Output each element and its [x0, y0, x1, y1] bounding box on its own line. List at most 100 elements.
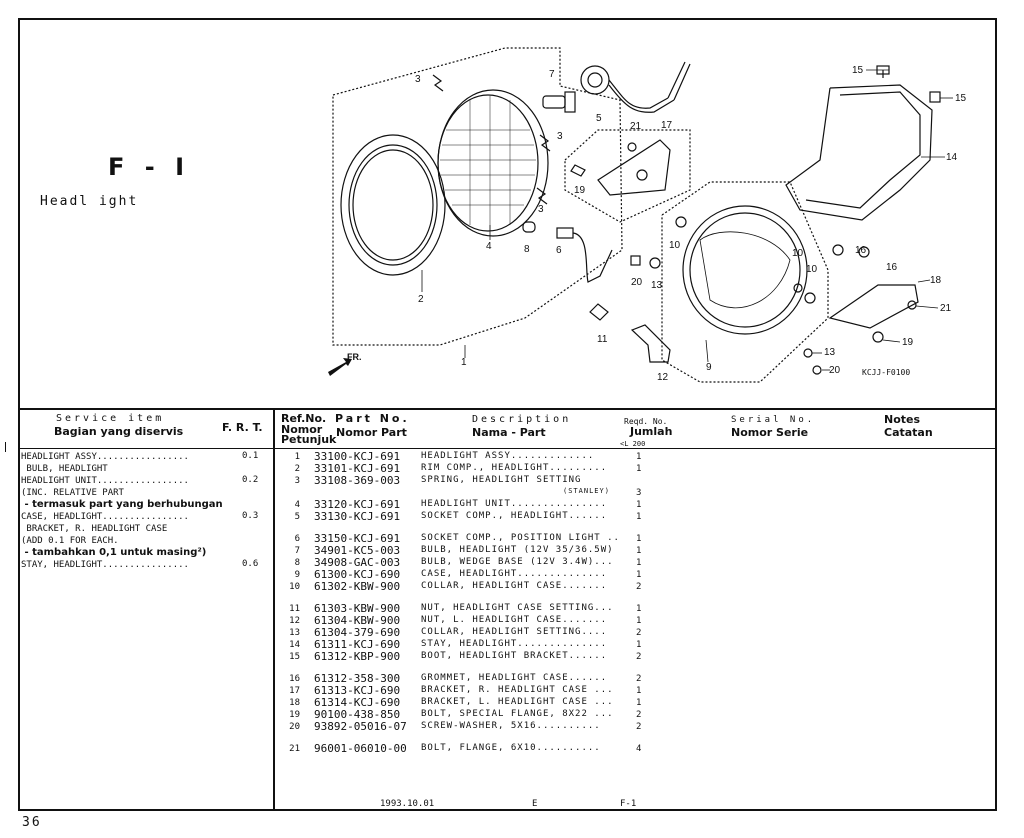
callout-13a: 13 [651, 280, 663, 291]
part-description: SCREW-WASHER, 5X16.......... [421, 721, 601, 731]
footer-edition: E [532, 799, 538, 809]
part-ref-no: 9 [294, 570, 300, 580]
part-description: (STANLEY) [563, 487, 610, 495]
callout-19b: 19 [902, 337, 914, 348]
header-service-item-id: Bagian yang diservis [54, 425, 184, 438]
part-quantity: 2 [636, 628, 642, 638]
part-ref-no: 7 [294, 546, 300, 556]
part-description: BULB, HEADLIGHT (12V 35/36.5W) [421, 545, 614, 555]
service-item-frt: 0.3 [242, 511, 259, 521]
part-quantity: 1 [636, 546, 642, 556]
callout-3b: 3 [557, 131, 563, 142]
service-item-text: - tambahkan 0,1 untuk masing²) [21, 547, 207, 558]
header-notes-en: Notes [884, 413, 921, 426]
header-part-no-id: Nomor Part [336, 426, 407, 439]
service-item-text: HEADLIGHT UNIT................. [21, 476, 189, 486]
header-part-no-en: Part No. [335, 412, 410, 425]
part-number: 34901-KC5-003 [314, 544, 401, 557]
part-number: 33101-KCJ-691 [314, 462, 401, 475]
part-quantity: 1 [636, 452, 642, 462]
part-description: BULB, WEDGE BASE (12V 3.4W)... [421, 557, 614, 567]
part-ref-no: 8 [294, 558, 300, 568]
header-ref-no-en: Ref.No. [281, 412, 327, 425]
callout-16a: 16 [855, 245, 867, 256]
part-ref-no: 15 [289, 652, 300, 662]
part-quantity: 2 [636, 652, 642, 662]
part-quantity: 4 [636, 744, 642, 754]
part-quantity: 1 [636, 558, 642, 568]
callout-18: 18 [930, 275, 942, 286]
column-divider [273, 408, 275, 811]
part-ref-no: 11 [289, 604, 300, 614]
header-reqd-id: Jumlah [630, 425, 673, 438]
margin-tick [5, 442, 6, 452]
part-ref-no: 3 [294, 476, 300, 486]
part-ref-no: 4 [294, 500, 300, 510]
page-number: 36 [22, 815, 42, 830]
part-description: BOLT, SPECIAL FLANGE, 8X22 ... [421, 709, 614, 719]
service-item-text: - termasuk part yang berhubungan [21, 499, 223, 510]
part-number: 61304-KBW-900 [314, 614, 401, 627]
service-item-text: HEADLIGHT ASSY................. [21, 452, 189, 462]
part-description: BOOT, HEADLIGHT BRACKET...... [421, 651, 608, 661]
part-quantity: 1 [636, 534, 642, 544]
part-description: STAY, HEADLIGHT.............. [421, 639, 608, 649]
callout-11: 11 [597, 334, 608, 345]
part-quantity: 1 [636, 512, 642, 522]
part-quantity: 2 [636, 722, 642, 732]
part-quantity: 3 [636, 488, 642, 498]
part-description: BRACKET, L. HEADLIGHT CASE ... [421, 697, 614, 707]
part-ref-no: 1 [294, 452, 300, 462]
part-ref-no: 12 [289, 616, 300, 626]
part-number: 61311-KCJ-690 [314, 638, 401, 651]
callout-4: 4 [486, 241, 492, 252]
header-desc-id: Nama - Part [472, 426, 546, 439]
part-description: COLLAR, HEADLIGHT SETTING.... [421, 627, 608, 637]
part-number: 61300-KCJ-690 [314, 568, 401, 581]
callout-21a: 21 [630, 121, 642, 132]
header-desc-en: Description [472, 414, 572, 425]
part-description: SOCKET COMP., POSITION LIGHT .. [421, 533, 620, 543]
callout-9: 9 [706, 362, 712, 373]
part-number: 33120-KCJ-691 [314, 498, 401, 511]
part-ref-no: 19 [289, 710, 300, 720]
callout-12: 12 [657, 372, 669, 383]
part-number: 33100-KCJ-691 [314, 450, 401, 463]
part-number: 93892-05016-07 [314, 720, 407, 733]
callout-1: 1 [461, 357, 467, 368]
part-description: NUT, L. HEADLIGHT CASE....... [421, 615, 608, 625]
callout-10b: 10 [806, 264, 818, 275]
part-description: HEADLIGHT UNIT............... [421, 499, 608, 509]
part-quantity: 2 [636, 674, 642, 684]
service-item-text: (INC. RELATIVE PART [21, 488, 124, 498]
part-number: 33108-369-003 [314, 474, 401, 487]
part-ref-no: 16 [289, 674, 300, 684]
part-quantity: 1 [636, 604, 642, 614]
header-serial-en: Serial No. [731, 415, 816, 425]
exploded-parts-diagram [328, 47, 953, 383]
callout-10a: 10 [669, 240, 681, 251]
page-frame [18, 18, 997, 811]
part-number: 61313-KCJ-690 [314, 684, 401, 697]
part-number: 33130-KCJ-691 [314, 510, 401, 523]
callout-19a: 19 [574, 185, 586, 196]
footer-date: 1993.10.01 [380, 799, 435, 809]
part-quantity: 1 [636, 500, 642, 510]
service-item-frt: 0.2 [242, 475, 259, 485]
callout-6: 6 [556, 245, 562, 256]
part-ref-no: 17 [289, 686, 300, 696]
callout-16b: 16 [886, 262, 898, 273]
part-ref-no: 20 [289, 722, 300, 732]
callout-2: 2 [418, 294, 424, 305]
callout-20a: 20 [631, 277, 643, 288]
part-ref-no: 6 [294, 534, 300, 544]
header-serial-id: Nomor Serie [731, 426, 809, 439]
callout-20b: 20 [829, 365, 841, 376]
part-number: 61314-KCJ-690 [314, 696, 401, 709]
part-number: 34908-GAC-003 [314, 556, 401, 569]
part-number: 61302-KBW-900 [314, 580, 401, 593]
part-quantity: 1 [636, 686, 642, 696]
table-top-rule [18, 408, 997, 410]
part-quantity: 2 [636, 710, 642, 720]
part-description: NUT, HEADLIGHT CASE SETTING... [421, 603, 614, 613]
